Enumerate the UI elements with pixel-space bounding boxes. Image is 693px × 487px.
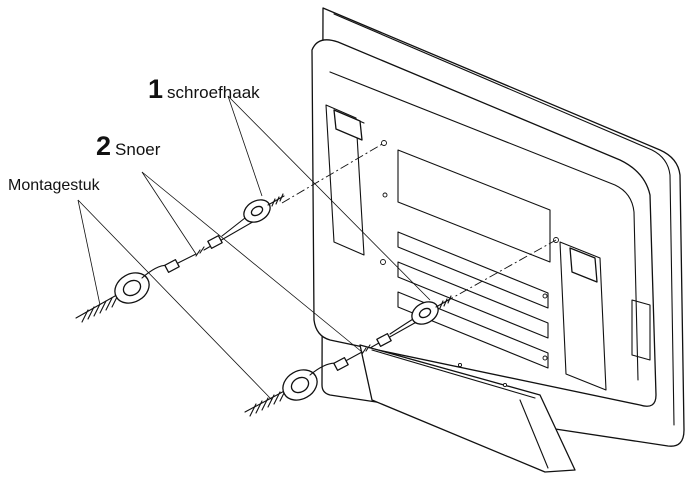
label-cord-text: Snoer [115, 140, 161, 159]
lower-cord-assembly [244, 239, 557, 417]
leader-lines [77, 95, 431, 401]
label-mounting-piece: Montagestuk [8, 178, 100, 194]
tv-rear-panel [311, 7, 685, 473]
label-screw-hook-text: schroefhaak [167, 83, 260, 102]
label-cord-number: 2 [96, 131, 112, 161]
label-mounting-piece-text: Montagestuk [8, 177, 100, 194]
upper-cord-assembly [75, 142, 385, 323]
label-screw-hook-number: 1 [148, 74, 164, 104]
